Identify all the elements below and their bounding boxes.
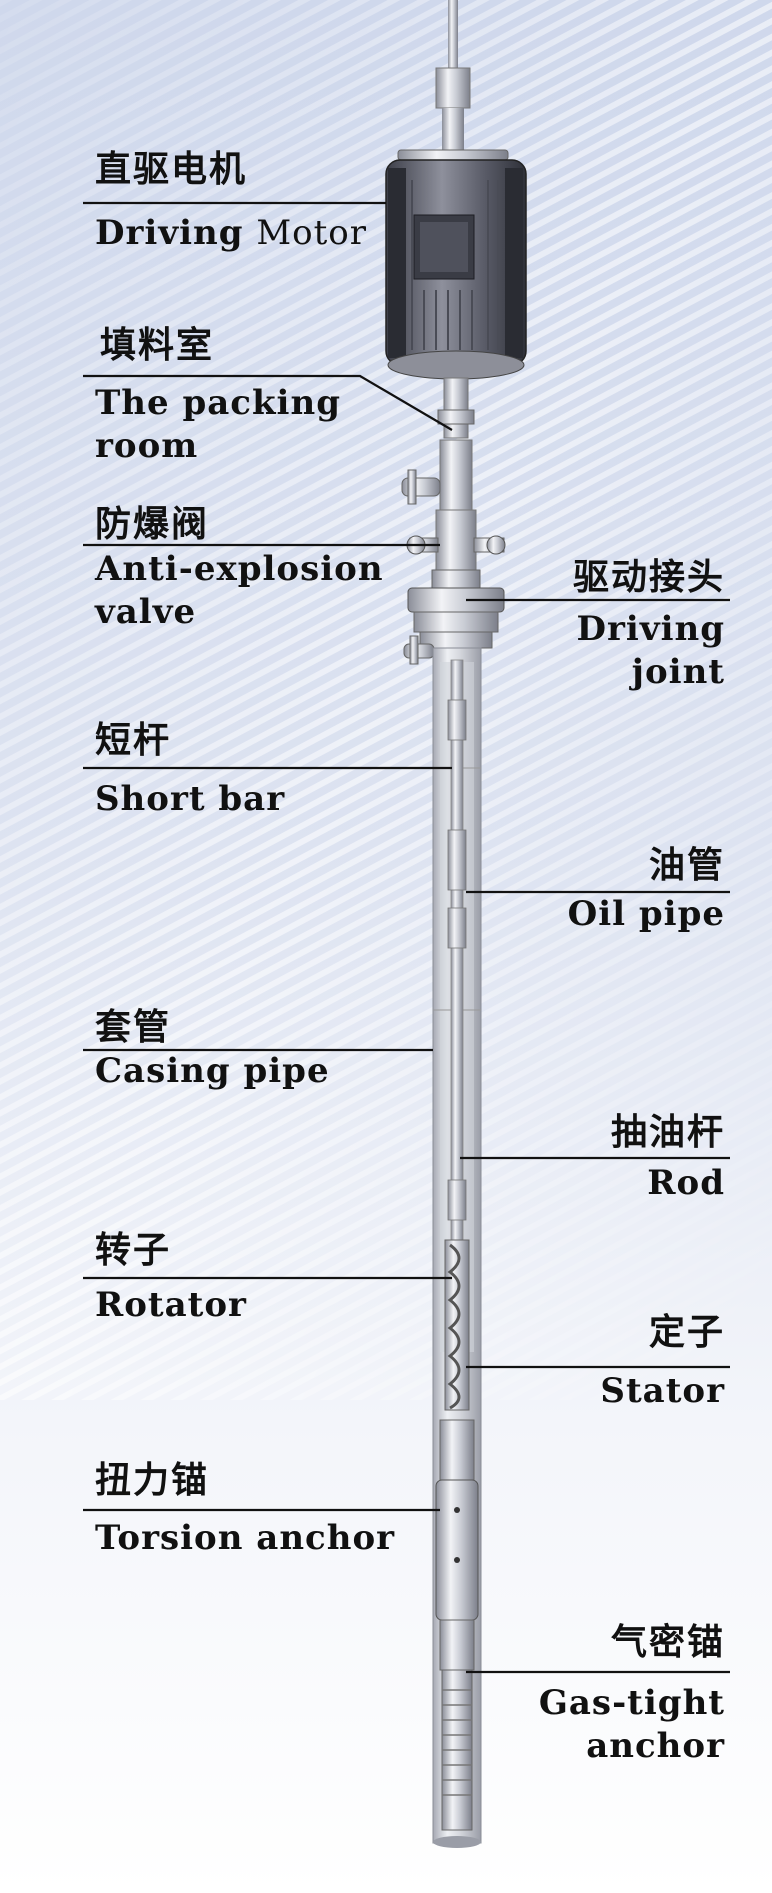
label-driving-joint-en: Driving joint: [576, 609, 725, 692]
label-short-bar-en: Short bar: [95, 779, 286, 819]
label-driving-joint-zh: 驱动接头: [572, 557, 725, 598]
label-driving-motor-en-a: Driving: [95, 213, 244, 253]
label-torsion-anchor-en: Torsion anchor: [95, 1518, 396, 1558]
packing-room-body: [401, 377, 475, 511]
anti-explosion-valve-body: [406, 509, 506, 571]
leader-lines: [83, 201, 730, 1674]
leader-packing-room: [83, 374, 453, 431]
label-oil-pipe-zh: 油管: [648, 845, 725, 886]
label-packing-room-zh: 填料室: [100, 325, 215, 366]
rotor-stator-section: [444, 1239, 470, 1411]
label-short-bar-zh: 短杆: [95, 720, 172, 761]
label-gas-tight-anchor-zh: 气密锚: [610, 1622, 725, 1663]
driving-motor-body: [385, 149, 527, 380]
label-anti-explosion-valve-en: Anti-explosion valve: [95, 549, 384, 632]
label-casing-pipe-en: Casing pipe: [95, 1051, 330, 1091]
label-stator-zh: 定子: [648, 1312, 725, 1353]
label-packing-room-en: The packing room: [95, 383, 341, 466]
polished-rod: [435, 0, 471, 154]
anchor-section: [433, 1419, 481, 1848]
label-stator-en: Stator: [600, 1371, 725, 1411]
label-torsion-anchor-zh: 扭力锚: [95, 1460, 210, 1501]
label-rotator-zh: 转子: [95, 1230, 172, 1271]
label-anti-explosion-valve-zh: 防爆阀: [95, 504, 210, 545]
label-rotator-en: Rotator: [95, 1285, 247, 1325]
label-gas-tight-anchor-en: Gas-tight anchor: [538, 1683, 725, 1766]
driving-joint-flange: [403, 569, 505, 665]
label-oil-pipe-en: Oil pipe: [567, 894, 725, 934]
label-rod-zh: 抽油杆: [610, 1112, 725, 1153]
label-rod-en: Rod: [647, 1163, 725, 1203]
label-casing-pipe-zh: 套管: [95, 1007, 172, 1048]
label-driving-motor-en-b: Motor: [256, 213, 367, 253]
label-driving-motor-zh: 直驱电机: [95, 149, 248, 190]
label-driving-motor-en: Driving Motor: [95, 212, 367, 255]
